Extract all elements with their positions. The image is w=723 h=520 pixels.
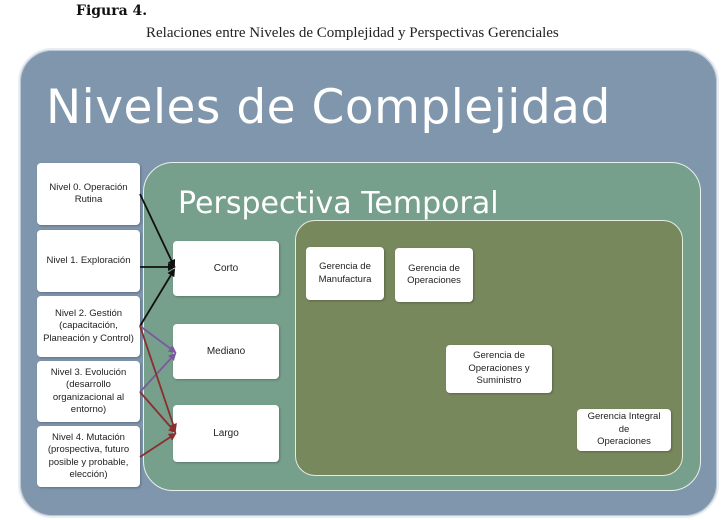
arrow-level3-to-long <box>139 391 177 434</box>
level-1-box: Nivel 1. Exploración <box>37 230 140 292</box>
level-3-box: Nivel 3. Evolución (desarrollo organizac… <box>37 361 140 422</box>
complexity-levels-title: Niveles de Complejidad <box>46 80 611 135</box>
operations-supply-management-box: Gerencia de Operaciones y Suministro <box>446 345 552 393</box>
horizon-long-box: Largo <box>173 405 279 462</box>
level-4-box: Nivel 4. Mutación (prospectiva, futuro p… <box>37 426 140 487</box>
arrow-level2-to-long <box>139 325 177 432</box>
figure-caption: Relaciones entre Niveles de Complejidad … <box>146 25 559 41</box>
arrow-level2-to-medium <box>139 325 177 354</box>
horizon-medium-box: Mediano <box>173 324 279 379</box>
horizon-short-box: Corto <box>173 241 279 296</box>
arrow-level4-to-long <box>139 432 177 458</box>
integral-operations-management-box: Gerencia Integral de Operaciones <box>577 409 671 451</box>
level-0-box: Nivel 0. Operación Rutina <box>37 163 140 225</box>
arrow-level2-to-short <box>139 268 176 327</box>
operations-management-box: Gerencia de Operaciones <box>395 248 473 302</box>
arrow-level3-to-medium <box>139 352 177 393</box>
arrow-level0-to-short <box>139 193 176 268</box>
temporal-perspective-title: Perspectiva Temporal <box>178 186 499 221</box>
manufacturing-management-box: Gerencia de Manufactura <box>306 247 384 300</box>
figure-label: Figura 4. <box>76 3 148 19</box>
level-2-box: Nivel 2. Gestión (capacitación, Planeaci… <box>37 296 140 357</box>
